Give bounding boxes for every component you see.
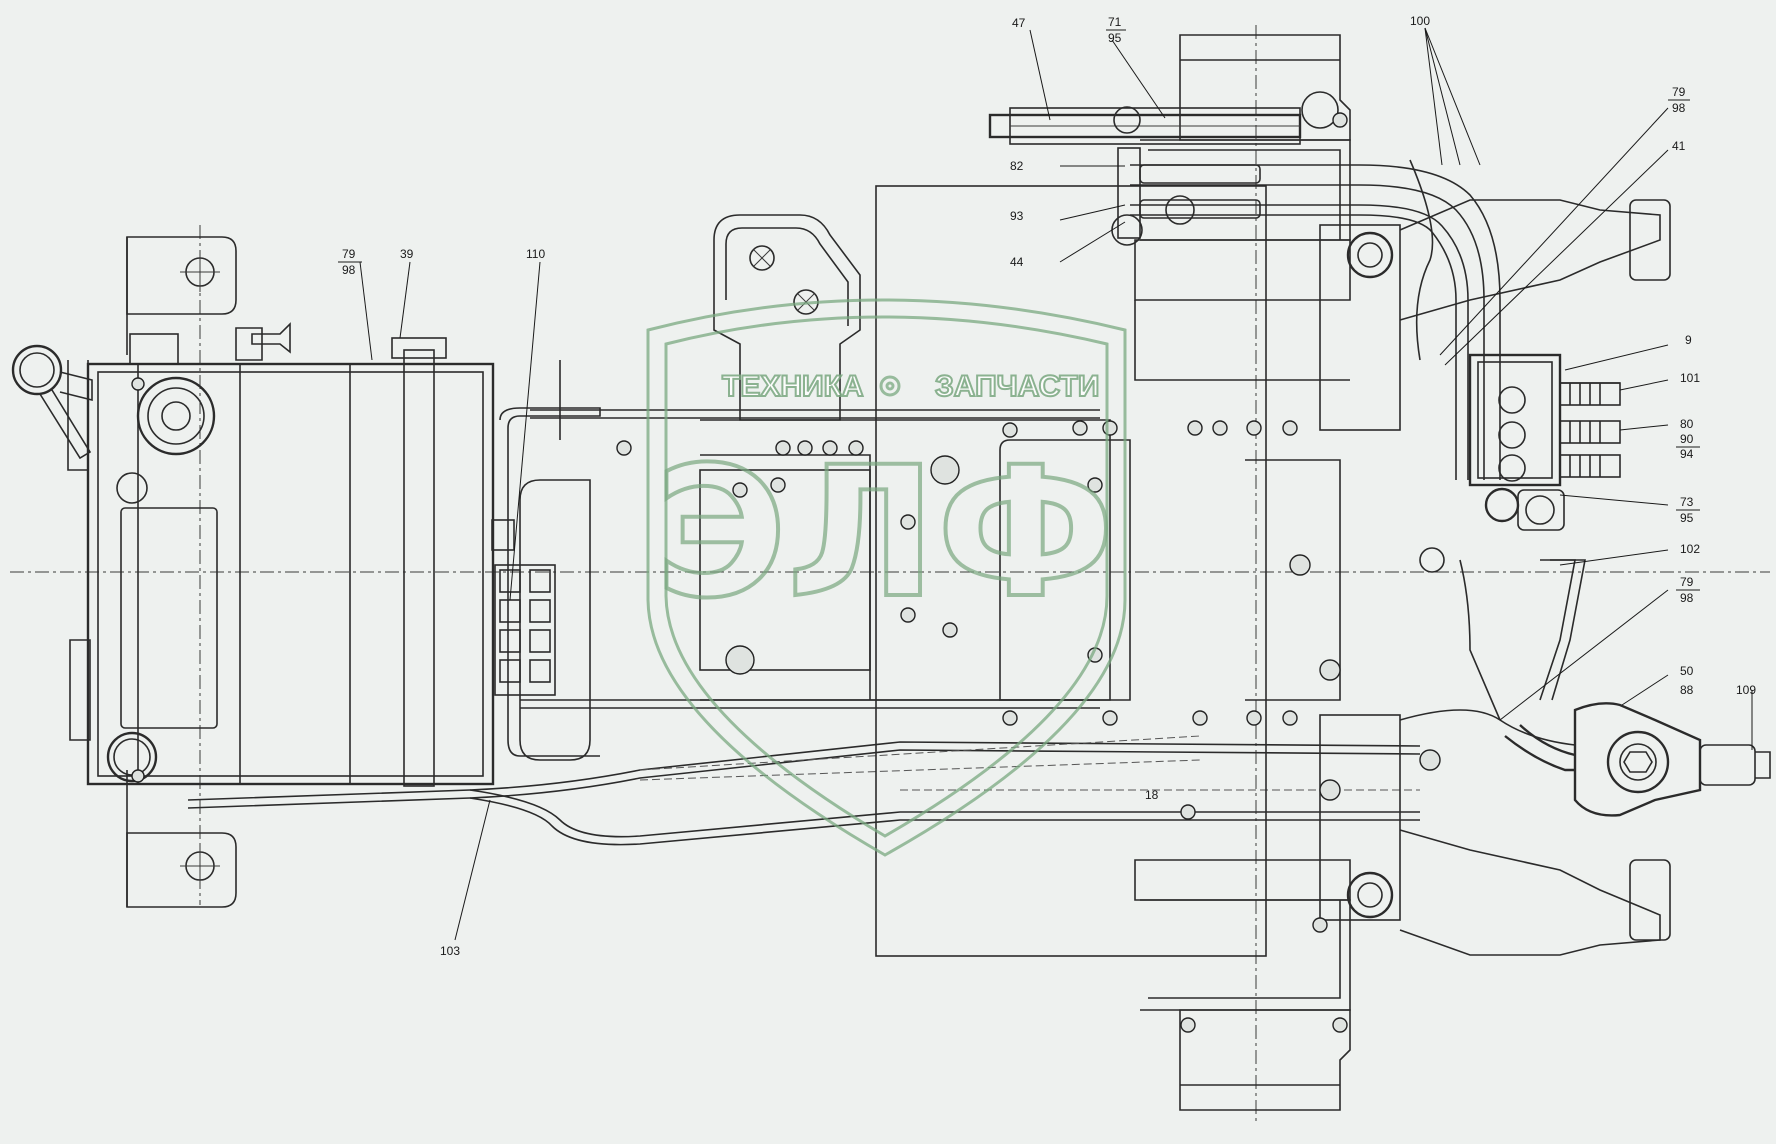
callout-95: 95 xyxy=(1108,31,1122,45)
watermark-brand-left: ТЕХНИКА xyxy=(722,370,864,403)
callout-71: 71 xyxy=(1108,15,1122,29)
callout-47: 47 xyxy=(1012,16,1026,30)
callout-93: 93 xyxy=(1010,209,1024,223)
callout-110: 110 xyxy=(526,247,545,261)
callout-100: 100 xyxy=(1410,14,1430,28)
callout-98: 98 xyxy=(1672,101,1686,115)
left-mounting-brackets xyxy=(126,236,237,908)
callout-39: 39 xyxy=(400,247,414,261)
rear-valve-manifold xyxy=(1419,353,1621,573)
watermark-logo: ЭЛФ xyxy=(655,429,1115,638)
right-frame xyxy=(1319,199,1671,956)
center-lines xyxy=(10,25,1770,1125)
distributor-valve-block xyxy=(491,519,556,696)
rear-coupling xyxy=(1399,702,1771,817)
callout-73: 73 xyxy=(1680,495,1694,509)
callout-103: 103 xyxy=(440,944,460,958)
callout-101: 101 xyxy=(1680,371,1700,385)
callout-80: 80 xyxy=(1680,417,1694,431)
rear-axle-hubs xyxy=(1134,34,1351,1111)
callout-44: 44 xyxy=(1010,255,1024,269)
gear-icon xyxy=(879,375,901,397)
callout-79b: 79 xyxy=(1680,575,1694,589)
transmission-housing xyxy=(699,185,1341,957)
top-valve-plate xyxy=(988,91,1339,246)
callout-82: 82 xyxy=(1010,159,1024,173)
callout-94: 94 xyxy=(1680,447,1694,461)
callout-98c: 98 xyxy=(342,263,356,277)
callout-98b: 98 xyxy=(1680,591,1694,605)
callout-79: 79 xyxy=(1672,85,1686,99)
callout-18: 18 xyxy=(1145,788,1159,802)
watermark: ТЕХНИКА ЗАПЧАСТИ ЭЛФ xyxy=(646,298,1127,857)
callout-leaders xyxy=(359,27,1753,941)
callout-9: 9 xyxy=(1685,333,1692,347)
hose-102 xyxy=(1459,559,1586,721)
callout-88: 88 xyxy=(1680,683,1694,697)
callout-41: 41 xyxy=(1672,139,1686,153)
callout-95b: 95 xyxy=(1680,511,1694,525)
breather-cap xyxy=(11,344,93,741)
top-hose-bundle xyxy=(1130,159,1501,480)
callout-109: 109 xyxy=(1736,683,1756,697)
callout-labels: 47 71 95 100 79 98 41 82 93 44 9 101 80 … xyxy=(338,14,1756,958)
callout-79c: 79 xyxy=(342,247,356,261)
callout-102: 102 xyxy=(1680,542,1700,556)
callout-50: 50 xyxy=(1680,664,1694,678)
callout-90: 90 xyxy=(1680,432,1694,446)
bolt-pattern xyxy=(131,112,1441,1033)
watermark-brand-right: ЗАПЧАСТИ xyxy=(935,370,1099,403)
hydraulic-tank xyxy=(86,322,495,787)
